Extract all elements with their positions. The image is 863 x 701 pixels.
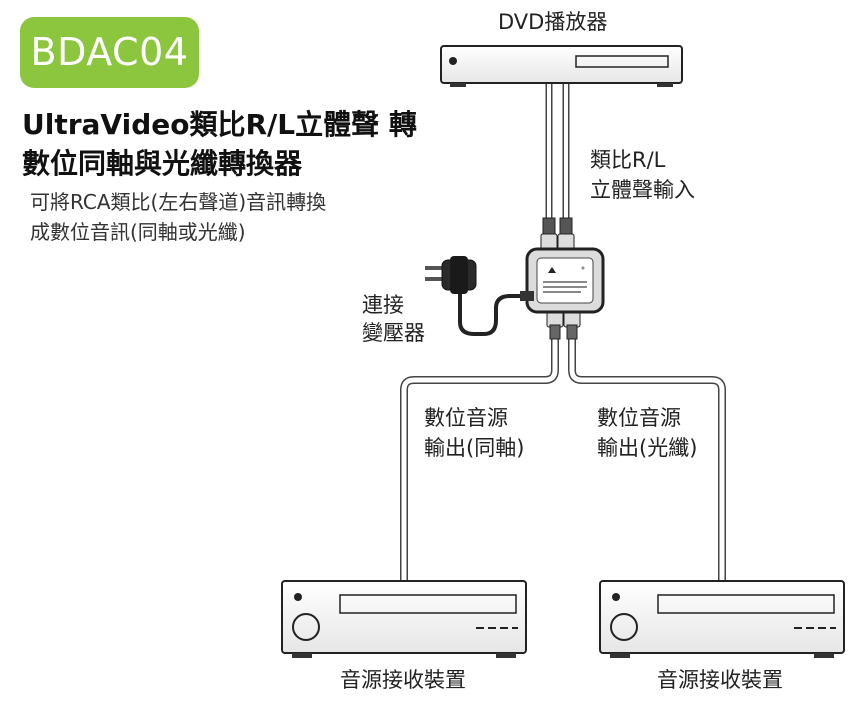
audio-receiver-right — [599, 580, 845, 658]
optical-output-label-line2: 輸出(光纖) — [597, 436, 698, 460]
power-adapter — [425, 256, 534, 301]
receiver-display — [339, 594, 517, 614]
receiver-left-label: 音源接收裝置 — [340, 668, 466, 692]
optical-cable — [568, 331, 726, 592]
dvd-disc-tray — [575, 55, 669, 68]
analog-input-label-line2: 立體聲輸入 — [590, 178, 695, 202]
cables — [400, 78, 726, 592]
volume-knob — [610, 613, 638, 641]
analog-input-label-line1: 類比R/L — [590, 148, 666, 172]
power-cable — [458, 288, 534, 336]
volume-knob — [292, 613, 320, 641]
audio-receiver-left — [281, 580, 527, 658]
receiver-right-label: 音源接收裝置 — [657, 668, 783, 692]
dvd-power-dot — [449, 57, 457, 65]
description-line1: 可將RCA類比(左右聲道)音訊轉換 — [30, 190, 327, 214]
dvd-player-label: DVD播放器 — [498, 10, 608, 34]
receiver-display — [657, 594, 835, 614]
product-title-line2: 數位同軸與光纖轉換器 — [22, 147, 303, 180]
optical-output-label-line1: 數位音源 — [597, 406, 681, 430]
product-title-line1: UltraVideo類比R/L立體聲 轉 — [22, 108, 417, 141]
coax-output-label-line2: 輸出(同軸) — [424, 436, 525, 460]
dvd-player — [440, 45, 683, 87]
description-line2: 成數位音訊(同軸或光纖) — [30, 220, 246, 244]
converter-box — [525, 247, 605, 314]
adapter-label-line1: 連接 — [362, 293, 404, 317]
coax-cable — [400, 331, 559, 592]
model-badge: BDAC04 — [20, 17, 199, 88]
coax-output-label-line1: 數位音源 — [424, 406, 508, 430]
adapter-label-line2: 變壓器 — [362, 321, 425, 345]
